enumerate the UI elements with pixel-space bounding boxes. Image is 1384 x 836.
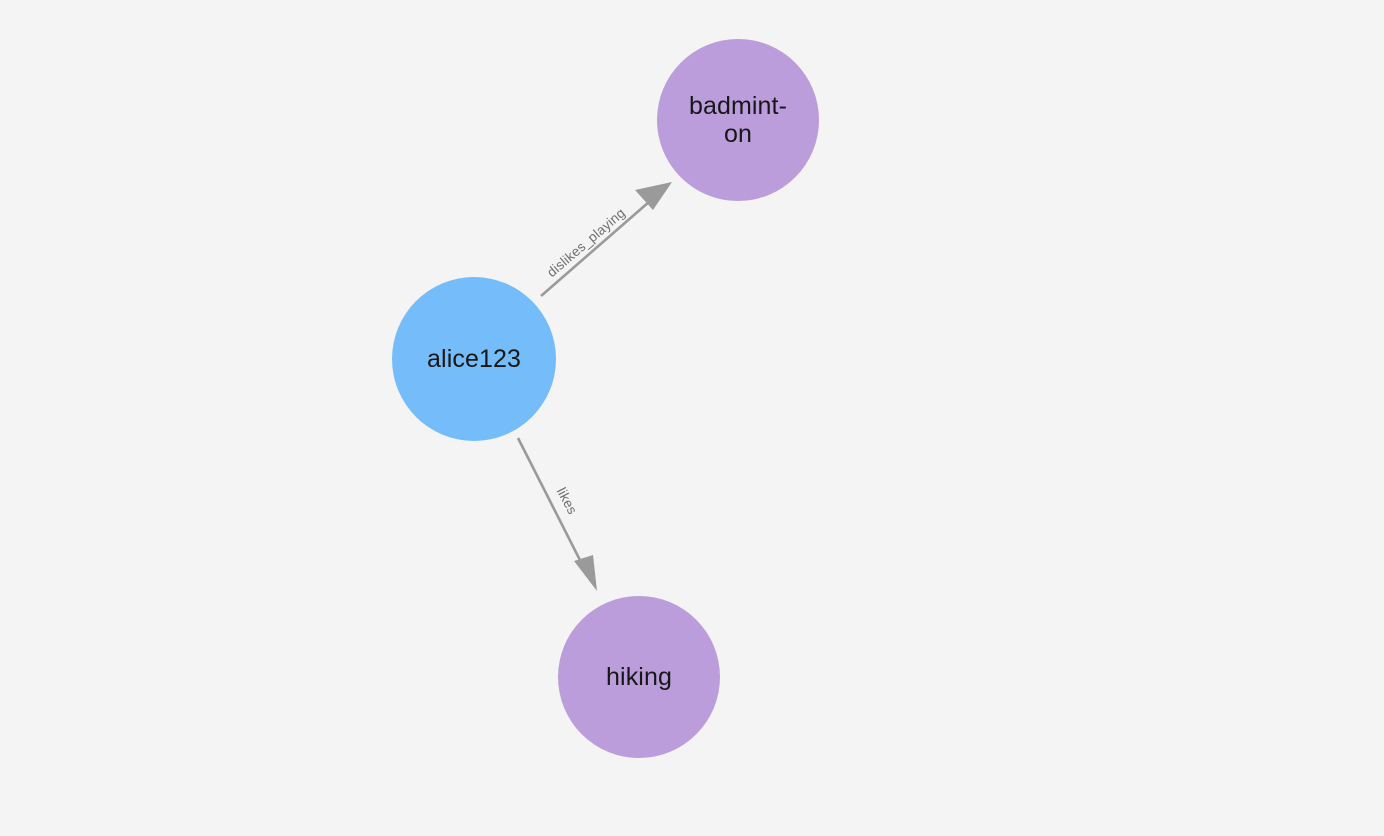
edge-line-likes <box>516 437 588 573</box>
edge-label-likes: likes <box>554 485 580 517</box>
edge-arrowhead-likes <box>574 555 597 591</box>
graph-node-alice123[interactable]: alice123 <box>392 277 556 441</box>
edge-arrowhead-dislikes-playing <box>635 182 672 210</box>
edge-dislikes-playing[interactable]: dislikes_playing <box>540 182 672 297</box>
graph-node-badminton[interactable]: badmint-on <box>657 39 819 201</box>
edge-line-dislikes-playing <box>540 194 658 297</box>
edge-label-dislikes-playing: dislikes_playing <box>544 205 628 280</box>
graph-node-label-badminton: badmint-on <box>688 92 788 148</box>
graph-node-label-alice123: alice123 <box>427 345 521 373</box>
graph-node-label-hiking: hiking <box>606 663 672 691</box>
edge-likes[interactable]: likes <box>516 437 597 591</box>
graph-node-hiking[interactable]: hiking <box>558 596 720 758</box>
